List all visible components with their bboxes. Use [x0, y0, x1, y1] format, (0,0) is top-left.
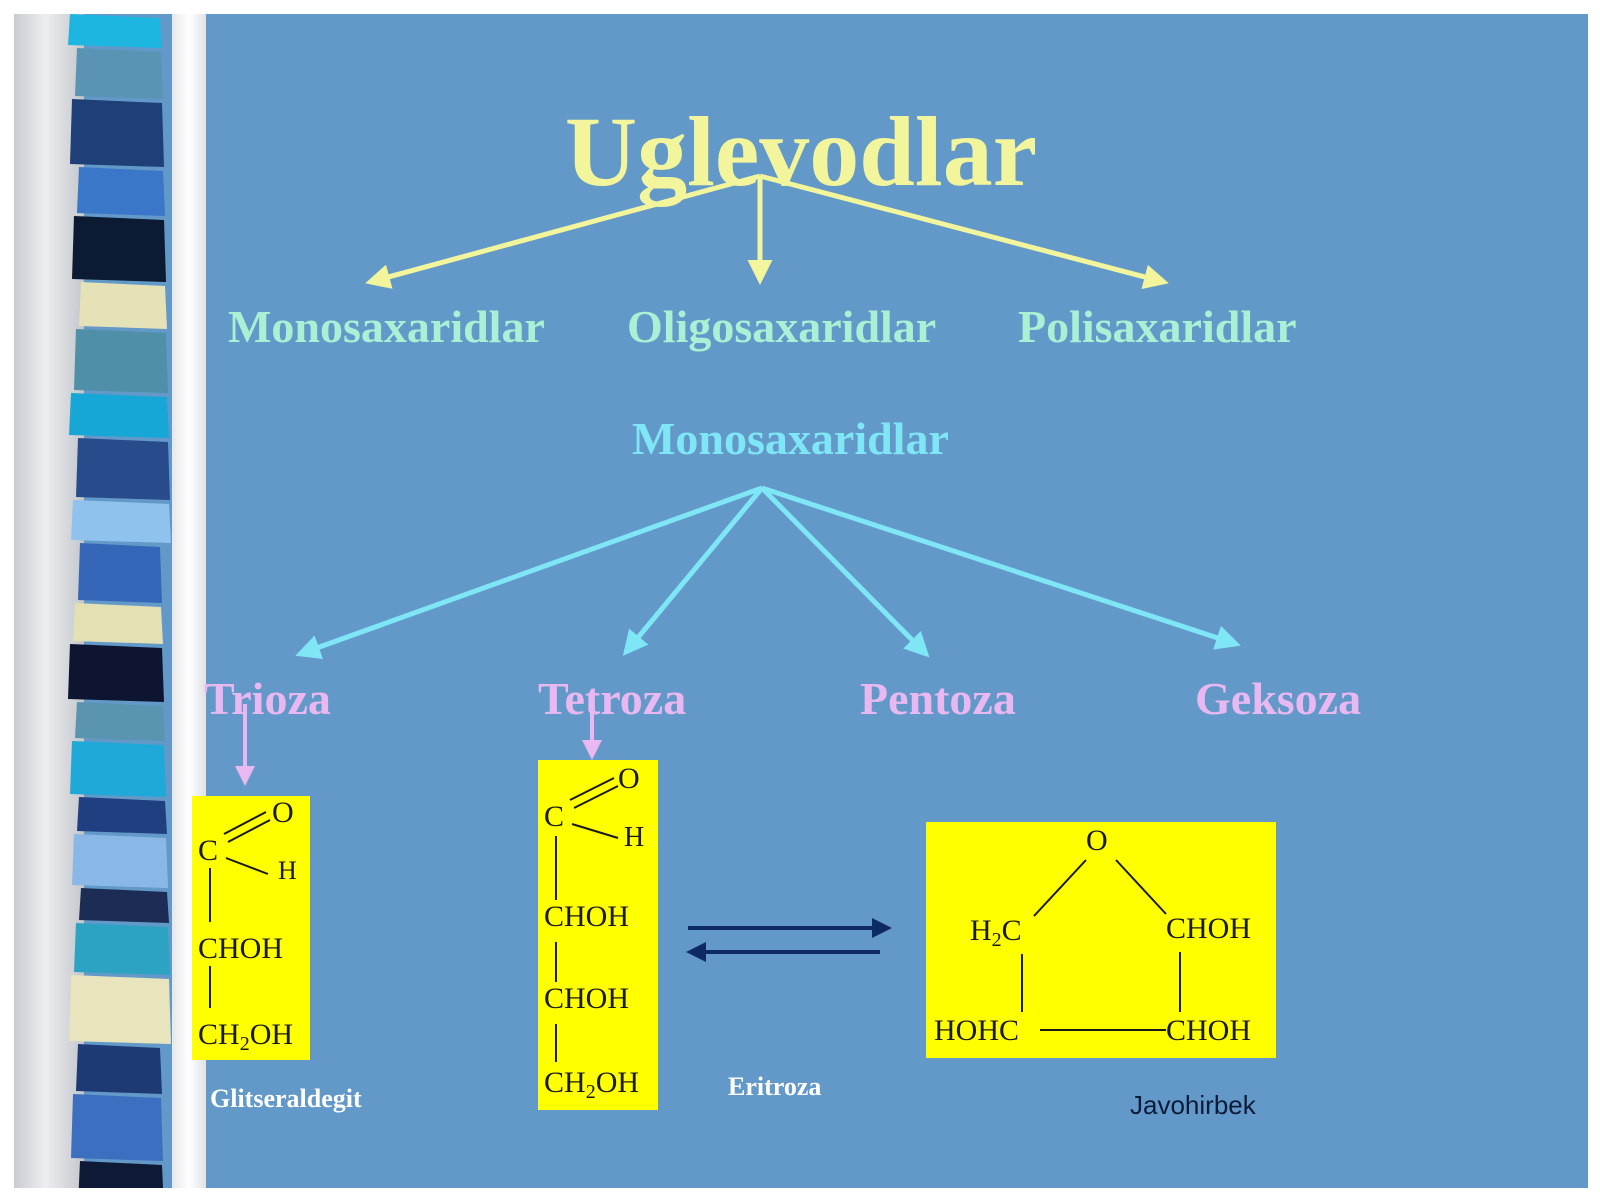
decorative-stripe: [69, 393, 169, 438]
tetrose-ch2oh-sub: 2: [585, 1081, 596, 1103]
decorative-stripe: [71, 500, 171, 543]
slide: Uglevodlar Monosaxaridlar Oligosaxaridla…: [14, 14, 1588, 1188]
decorative-stripe: [69, 975, 171, 1044]
kind-tetroza: Tetroza: [538, 673, 687, 724]
caption-eritroza: Eritroza: [728, 1072, 822, 1101]
decorative-stripe: [79, 282, 167, 329]
decorative-stripe: [78, 1161, 164, 1188]
decorative-stripe: [76, 1044, 162, 1094]
tetrose-ch2oh: CH2OH: [544, 1066, 639, 1104]
decorative-stripe: [76, 438, 170, 500]
ring-hohc: HOHC: [934, 1014, 1020, 1047]
tetrose-choh-1: CHOH: [544, 900, 630, 933]
ring-bonds: [1021, 859, 1181, 1031]
decorative-stripe: [71, 1094, 163, 1161]
tetrose-choh-2: CHOH: [544, 982, 630, 1015]
arrow-to-monosaxaridlar: [365, 173, 761, 289]
ring-h2c: H2C: [970, 914, 1022, 952]
decorative-stripes: [68, 14, 171, 1188]
arrow-to-geksoza: [761, 485, 1241, 650]
decorative-stripe: [79, 888, 169, 923]
decorative-stripe: [74, 923, 170, 975]
kind-pentoza: Pentoza: [860, 673, 1016, 724]
tetrose-structure-box: O C H CHOH CHOH CH2OH: [538, 760, 658, 1110]
subheading-monosaxaridlar: Monosaxaridlar: [632, 413, 949, 464]
tetrose-ch2oh-post: OH: [595, 1066, 640, 1099]
tetrose-h: H: [624, 822, 645, 853]
decorative-stripe: [74, 329, 168, 393]
author-label: Javohirbek: [1130, 1090, 1256, 1120]
category-polisaxaridlar: Polisaxaridlar: [1018, 301, 1297, 352]
tetrose-c: C: [544, 800, 565, 833]
caption-glitseraldegit: Glitseraldegit: [210, 1084, 362, 1113]
tetrose-bonds: [555, 777, 619, 1062]
arrow-to-tetroza: [622, 486, 764, 656]
triose-ch2oh-pre: CH: [198, 1018, 240, 1051]
ring-o: O: [1086, 824, 1108, 857]
decorative-stripe: [75, 702, 165, 741]
arrow-to-pentoza: [760, 486, 930, 658]
triose-structure-box: O C H CHOH CH2OH: [192, 796, 310, 1060]
decorative-stripe: [77, 167, 165, 216]
decorative-stripe: [70, 99, 164, 167]
triose-h: H: [278, 856, 297, 885]
kind-trioza: Trioza: [204, 673, 331, 724]
category-oligosaxaridlar: Oligosaxaridlar: [627, 301, 937, 352]
furanose-ring-box: O H2C CHOH HOHC CHOH: [926, 822, 1276, 1058]
triose-choh: CHOH: [198, 932, 284, 965]
decorative-stripe: [70, 741, 166, 797]
decorative-stripe: [68, 14, 162, 48]
arrow-to-polisaxaridlar: [759, 173, 1169, 290]
ring-choh-top: CHOH: [1166, 912, 1252, 945]
triose-ch2oh: CH2OH: [198, 1018, 293, 1056]
tetrose-o: O: [618, 762, 640, 795]
category-monosaxaridlar: Monosaxaridlar: [228, 301, 545, 352]
triose-c: C: [198, 834, 219, 867]
triose-ch2oh-sub: 2: [239, 1033, 250, 1055]
ring-h2c-pre: H: [970, 914, 992, 947]
triose-o: O: [272, 796, 294, 829]
decorative-stripe: [68, 644, 164, 702]
ring-h2c-post: C: [1001, 914, 1022, 947]
hierarchy-diagram: [235, 173, 1241, 962]
kind-geksoza: Geksoza: [1195, 673, 1362, 724]
arrow-to-trioza: [295, 485, 763, 660]
triose-ch2oh-post: OH: [249, 1018, 294, 1051]
ring-h2c-sub: 2: [991, 929, 1002, 951]
decorative-stripe: [72, 834, 168, 888]
ring-choh-bottom: CHOH: [1166, 1014, 1252, 1047]
page-title: Uglevodlar: [564, 96, 1038, 207]
decorative-stripe: [72, 216, 166, 282]
triose-bonds: [209, 811, 271, 1008]
decorative-stripe: [75, 48, 163, 99]
decorative-stripe: [77, 797, 167, 834]
decorative-stripe: [78, 543, 162, 603]
tetrose-ch2oh-pre: CH: [544, 1066, 586, 1099]
decorative-stripe: [73, 603, 163, 644]
